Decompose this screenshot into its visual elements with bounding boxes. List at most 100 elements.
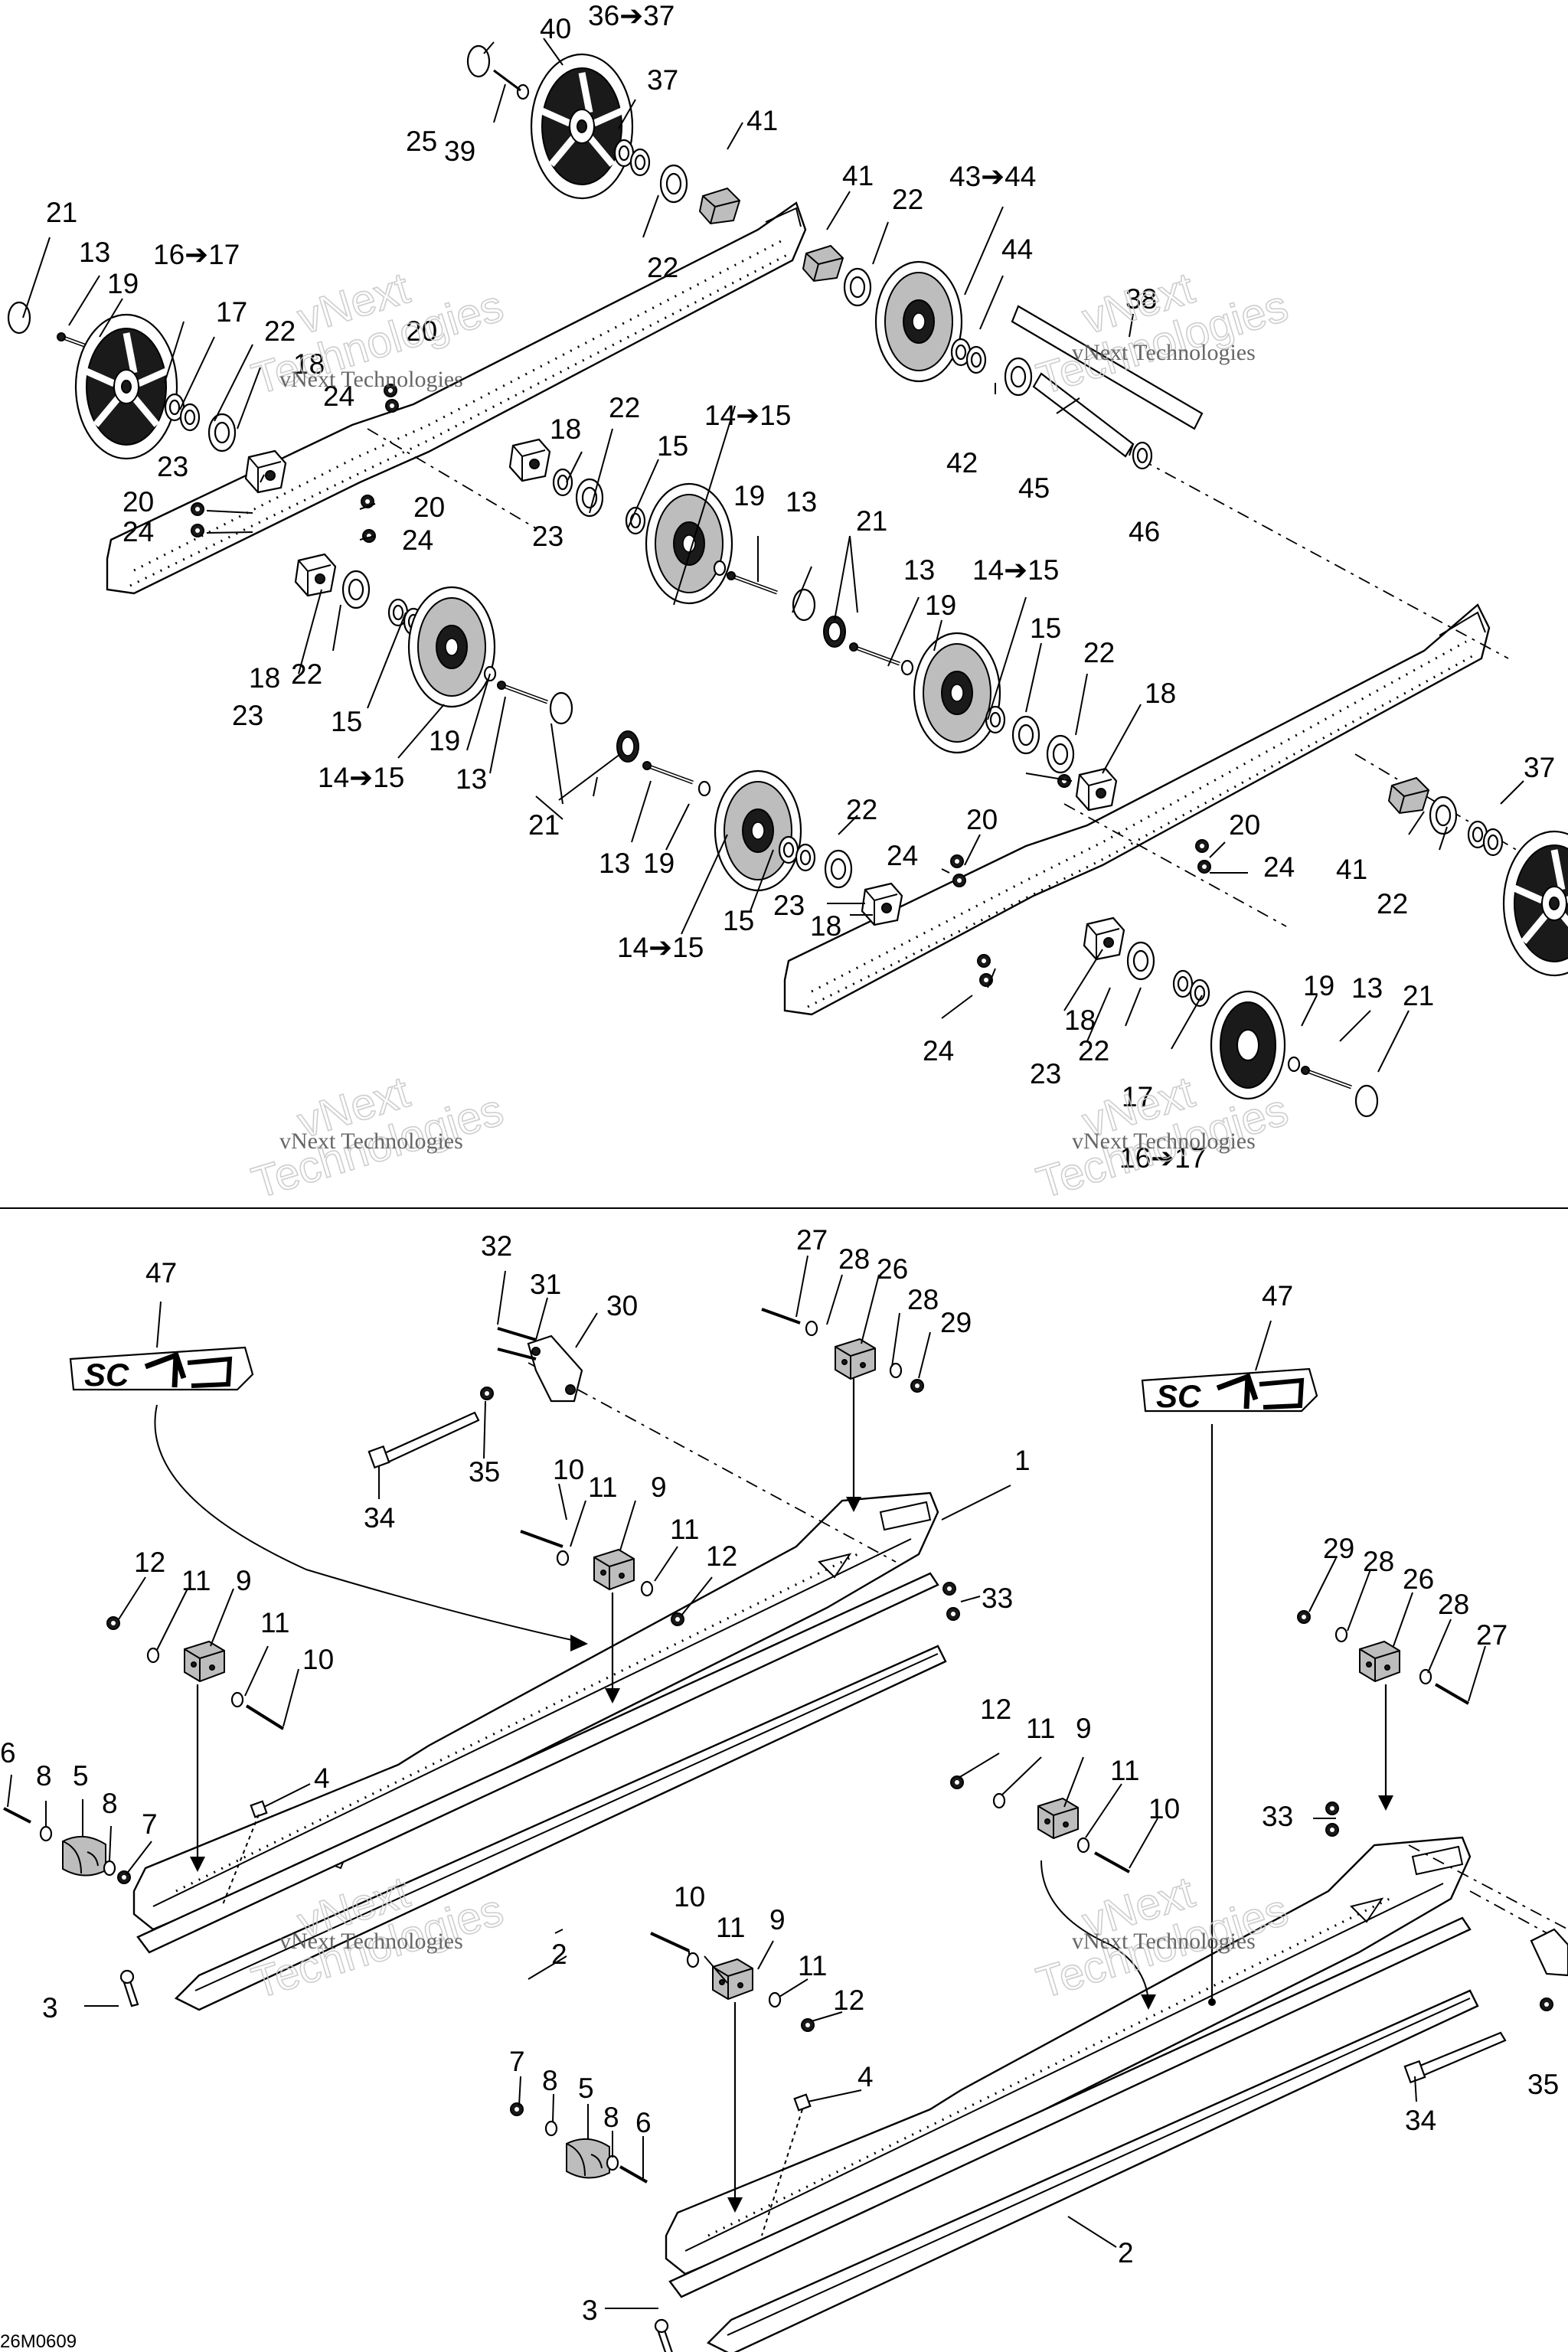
wheel-36-icon	[531, 54, 632, 198]
callout-13e: 13	[599, 848, 630, 879]
callout-18: 18	[293, 348, 325, 380]
stopper-5b-icon	[566, 2138, 610, 2179]
callout-15: 15	[657, 430, 688, 462]
callout-46: 46	[1129, 516, 1160, 547]
watermark-1-text: vNext Technologies	[279, 367, 463, 392]
callout-14-15c: 14➔15	[318, 762, 404, 793]
callout-21: 21	[46, 197, 77, 228]
callout-15b: 15	[1030, 612, 1061, 644]
callout-22e: 22	[1083, 637, 1115, 668]
callout-29b: 29	[1323, 1533, 1354, 1564]
callout-8c: 8	[542, 2065, 558, 2096]
callout-18f: 18	[1064, 1004, 1096, 1036]
callout-3: 3	[42, 1992, 58, 2024]
callout-47: 47	[145, 1257, 177, 1289]
callout-13b: 13	[786, 486, 817, 518]
wheel-14c-icon	[913, 632, 1001, 754]
wheel-14d-icon	[714, 769, 802, 892]
watermark-5-text: vNext Technologies	[279, 1929, 463, 1954]
callout-11: 11	[588, 1472, 617, 1503]
watermark-2-text: vNext Technologies	[1072, 340, 1256, 365]
callout-21d: 21	[1403, 980, 1434, 1011]
upper-callouts: 40 36➔37 25 39 37 41 41 22 43➔44 21 13 1…	[46, 0, 1555, 1174]
slide-block-9d-icon	[712, 1958, 753, 2000]
callout-5b: 5	[578, 2073, 594, 2104]
callout-28b: 28	[907, 1284, 939, 1315]
callout-11b: 11	[670, 1514, 699, 1545]
left-slider-shoe	[136, 1572, 947, 2011]
callout-37b: 37	[1524, 752, 1555, 783]
drawing-code: 26M0609	[0, 2331, 77, 2352]
callout-20e: 20	[1229, 809, 1260, 841]
left-rail-frame	[106, 201, 807, 595]
callout-10d: 10	[674, 1881, 705, 1913]
callout-24c: 24	[402, 524, 433, 556]
callout-13f: 13	[1351, 972, 1383, 1004]
left-slide-rail	[132, 1491, 939, 1931]
callout-18d: 18	[1145, 678, 1176, 709]
callout-23d: 23	[773, 890, 805, 921]
callout-25: 25	[406, 126, 437, 157]
callout-22g: 22	[846, 794, 877, 825]
callout-2b: 2	[1118, 2237, 1134, 2269]
callout-19c: 19	[925, 590, 956, 621]
callout-15d: 15	[723, 905, 754, 936]
stopper-5-icon	[62, 1835, 106, 1877]
callout-10b: 10	[302, 1644, 334, 1675]
callout-24d: 24	[887, 840, 918, 871]
slide-block-26b-icon	[1359, 1641, 1400, 1682]
callout-35b: 35	[1527, 2069, 1559, 2100]
callout-9c: 9	[1076, 1713, 1092, 1744]
callout-16-17b: 16➔17	[1119, 1142, 1206, 1174]
callout-24b: 24	[122, 516, 154, 547]
callout-12d: 12	[833, 1984, 864, 2016]
callout-19f: 19	[1303, 970, 1334, 1001]
callout-44: 44	[1001, 234, 1033, 265]
callout-41b: 41	[842, 160, 874, 191]
callout-27: 27	[796, 1224, 828, 1256]
callout-21b: 21	[856, 505, 887, 537]
callout-23b: 23	[532, 521, 564, 552]
callout-11h: 11	[798, 1950, 827, 1981]
callout-18e: 18	[810, 910, 841, 942]
callout-30: 30	[606, 1290, 638, 1321]
callout-45: 45	[1018, 472, 1050, 504]
watermark-3-text: vNext Technologies	[279, 1129, 463, 1154]
callout-14-15d: 14➔15	[617, 932, 704, 963]
right-slider-shoe	[668, 1916, 1479, 2352]
slide-block-9-icon	[593, 1549, 635, 1590]
callout-22i: 22	[1078, 1035, 1109, 1067]
callout-22: 22	[892, 184, 923, 215]
watermark-6-text: vNext Technologies	[1072, 1929, 1256, 1954]
callout-11f: 11	[1110, 1755, 1139, 1786]
callout-12b: 12	[134, 1547, 165, 1578]
upper-wheel-assembly: 40 36➔37 25 39 37 41 41 22 43➔44 21 13 1…	[7, 0, 1568, 1174]
callout-24e: 24	[1263, 851, 1295, 883]
callout-4b: 4	[858, 2061, 874, 2092]
callout-14-15b: 14➔15	[972, 554, 1059, 586]
callout-36-37: 36➔37	[588, 0, 675, 31]
callout-8: 8	[36, 1760, 52, 1792]
callout-17b: 17	[1122, 1081, 1153, 1112]
callout-18c: 18	[249, 662, 280, 694]
callout-33: 33	[982, 1583, 1013, 1614]
callout-28: 28	[838, 1243, 870, 1275]
callout-19e: 19	[643, 848, 675, 879]
callout-13: 13	[79, 237, 110, 268]
callout-6: 6	[0, 1737, 16, 1769]
callout-7: 7	[142, 1808, 158, 1840]
callout-23: 23	[157, 451, 188, 482]
callout-8d: 8	[603, 2102, 619, 2133]
callout-19: 19	[107, 268, 139, 299]
callout-39: 39	[444, 136, 475, 167]
callout-22f: 22	[291, 658, 322, 690]
callout-37: 37	[647, 64, 678, 96]
callout-43-44: 43➔44	[949, 161, 1036, 192]
bracket-30-icon	[527, 1334, 583, 1403]
callout-11d: 11	[260, 1607, 289, 1638]
callout-40: 40	[540, 13, 571, 44]
callout-24: 24	[323, 381, 354, 412]
callout-14-15: 14➔15	[704, 400, 791, 431]
callout-33b: 33	[1262, 1801, 1293, 1832]
